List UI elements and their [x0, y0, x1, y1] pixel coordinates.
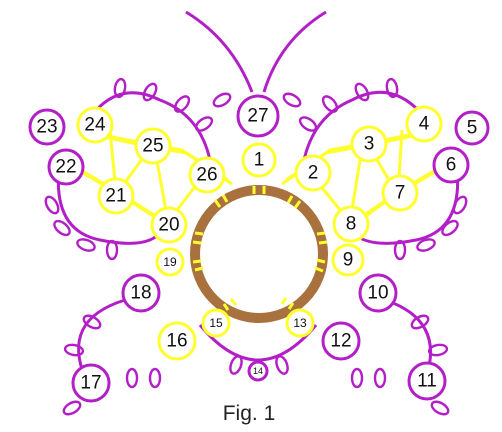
ring-16-label: 16 — [166, 331, 187, 352]
ring-15-label: 15 — [209, 316, 223, 330]
ring-12-label: 12 — [330, 331, 351, 352]
picot — [228, 355, 244, 375]
ring-26: 26 — [190, 158, 224, 192]
ring-12: 12 — [323, 323, 359, 359]
picot — [274, 355, 290, 375]
ring-27-label: 27 — [247, 106, 268, 127]
ring-7-label: 7 — [395, 183, 406, 204]
picot — [451, 195, 469, 216]
picot — [212, 91, 233, 109]
ring-1: 1 — [243, 144, 275, 176]
ring-2-label: 2 — [308, 163, 319, 184]
ring-6: 6 — [434, 148, 468, 182]
picot — [64, 344, 83, 357]
ring-16: 16 — [159, 323, 195, 359]
ring-11-label: 11 — [417, 371, 437, 392]
ring-19-label: 19 — [163, 255, 177, 269]
antenna-right — [264, 12, 326, 92]
ring-26-label: 26 — [196, 165, 217, 186]
ring-23-label: 23 — [36, 117, 57, 138]
center-ring-group — [193, 186, 327, 318]
picot — [194, 115, 214, 134]
antenna-left — [186, 12, 252, 92]
ring-18-label: 18 — [130, 283, 151, 304]
ring-9-label: 9 — [343, 250, 354, 271]
ring-11: 11 — [409, 363, 445, 399]
ring-3-label: 3 — [364, 134, 375, 155]
ring-10-label: 10 — [367, 283, 388, 304]
ring-14-label: 14 — [253, 366, 263, 376]
ring-21-label: 21 — [105, 186, 126, 207]
ring-27: 27 — [238, 96, 278, 136]
ring-3: 3 — [352, 127, 386, 161]
picot — [282, 91, 303, 109]
ring-15: 15 — [203, 310, 229, 336]
ring-19: 19 — [157, 249, 183, 275]
ring-21: 21 — [99, 179, 133, 213]
ring-4: 4 — [407, 107, 441, 141]
ring-4-label: 4 — [419, 114, 430, 135]
ring-13-label: 13 — [293, 316, 307, 330]
picot — [150, 369, 160, 387]
ring-6-label: 6 — [446, 155, 457, 176]
ring-17: 17 — [73, 365, 109, 401]
ring-5: 5 — [456, 112, 488, 144]
picot — [430, 399, 451, 417]
picot — [62, 399, 83, 417]
ring-25: 25 — [136, 129, 170, 163]
picot — [127, 369, 137, 387]
ring-24: 24 — [78, 108, 112, 142]
ring-14: 14 — [249, 362, 267, 380]
ring-22: 22 — [49, 150, 83, 184]
ring-5-label: 5 — [467, 118, 478, 139]
picot — [440, 218, 460, 237]
ring-10: 10 — [360, 275, 396, 311]
ring-24-label: 24 — [84, 115, 106, 136]
ring-23: 23 — [30, 110, 64, 144]
ring-18: 18 — [123, 275, 159, 311]
picot — [375, 369, 385, 387]
antennae — [186, 12, 326, 92]
center-ring — [195, 190, 323, 318]
picot — [320, 94, 339, 114]
ring-22-label: 22 — [55, 157, 76, 178]
ring-8: 8 — [334, 207, 368, 241]
ring-13: 13 — [287, 310, 313, 336]
ring-8-label: 8 — [346, 214, 357, 235]
ring-20-label: 20 — [158, 215, 179, 236]
picot — [352, 369, 362, 387]
ring-2: 2 — [296, 156, 330, 190]
picot — [107, 241, 117, 259]
picot — [298, 115, 318, 134]
rings: 1 2 3 4 5 6 7 8 9 10 11 12 13 14 15 16 1… — [30, 96, 488, 401]
picot — [172, 94, 191, 114]
ring-9: 9 — [333, 245, 363, 275]
ring-17-label: 17 — [80, 373, 101, 394]
ring-1-label: 1 — [254, 150, 265, 171]
ring-7: 7 — [383, 176, 417, 210]
ring-25-label: 25 — [142, 136, 163, 157]
ring-20: 20 — [152, 208, 186, 242]
figure-caption: Fig. 1 — [223, 402, 276, 425]
